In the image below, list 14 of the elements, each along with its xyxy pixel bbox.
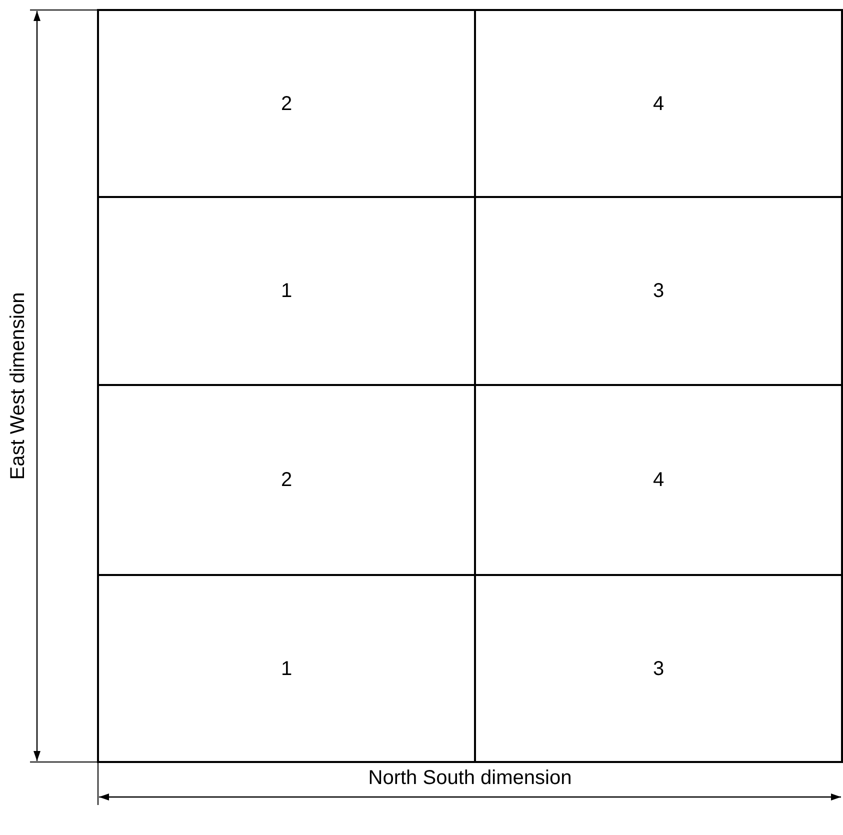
plot-number: 3 <box>652 279 664 304</box>
plot-number: 1 <box>280 279 292 304</box>
grid-cell <box>97 574 476 763</box>
plot-number: 2 <box>280 468 292 493</box>
plot-number: 3 <box>652 656 664 682</box>
plot-number: 4 <box>652 468 664 493</box>
grid-cell <box>474 9 843 198</box>
grid-cell <box>474 574 843 763</box>
dimension-label: East West dimension <box>6 292 30 480</box>
dimension-label: North South dimension <box>368 766 572 791</box>
plot-number: 1 <box>280 656 292 682</box>
grid-cell <box>97 9 476 198</box>
plot-number: 4 <box>652 92 664 116</box>
plot-number: 2 <box>280 92 292 116</box>
